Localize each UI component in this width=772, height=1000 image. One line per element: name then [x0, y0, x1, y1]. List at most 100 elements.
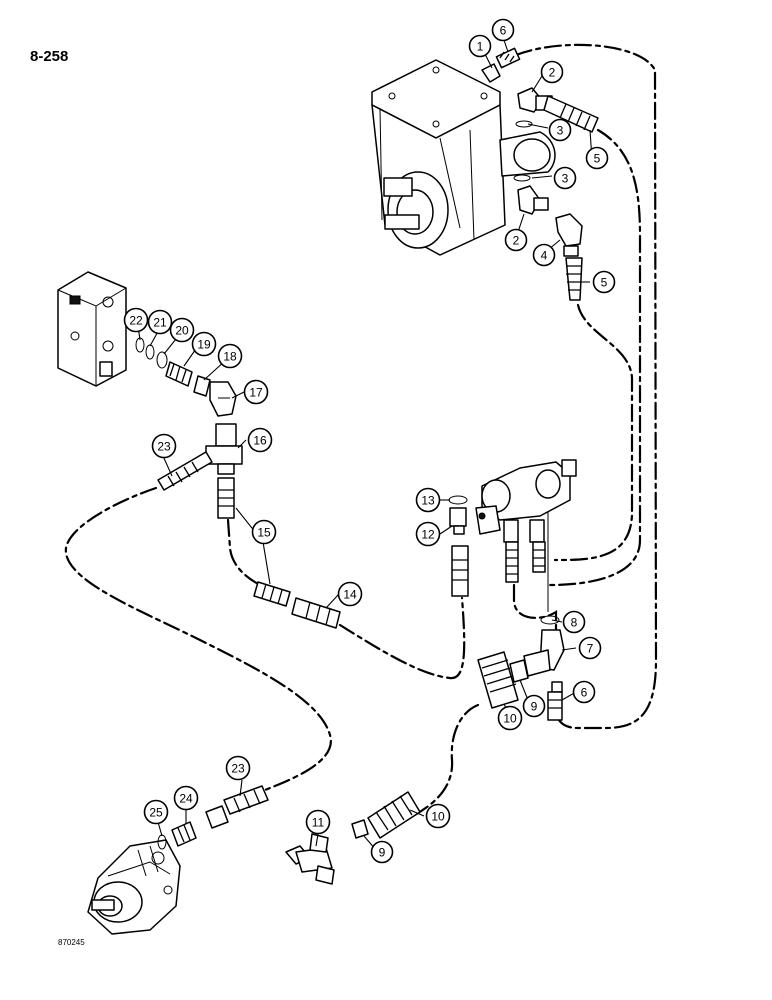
callout-circle [151, 433, 177, 459]
tee-fittings [157, 423, 341, 629]
hose-outer-return [514, 43, 658, 730]
callout-label: 6 [500, 24, 507, 38]
callout-c22: 22 [123, 307, 149, 333]
callout-c11: 11 [305, 809, 331, 835]
callout-label: 23 [231, 762, 245, 776]
hose-left-loop [64, 486, 332, 792]
callout-label: 19 [197, 338, 211, 352]
callout-label: 9 [531, 700, 538, 714]
valve-seals [135, 337, 237, 417]
callout-label: 23 [157, 440, 171, 454]
callout-c15: 15 [251, 519, 277, 545]
callout-c23a: 23 [151, 433, 177, 459]
callout-c16: 16 [247, 427, 273, 453]
callout-circle [522, 694, 546, 718]
callout-label: 9 [379, 846, 386, 860]
callout-label: 3 [562, 172, 569, 186]
callout-c19: 19 [191, 331, 217, 357]
callout-c9b: 9 [370, 840, 394, 864]
callout-label: 3 [557, 124, 564, 138]
callout-label: 6 [581, 686, 588, 700]
callout-label: 7 [587, 642, 594, 656]
lower-right-fittings [351, 615, 565, 839]
callout-circle [370, 840, 394, 864]
callout-label: 16 [253, 434, 267, 448]
callout-circle [497, 705, 523, 731]
callout-label: 17 [249, 386, 263, 400]
callout-label: 13 [421, 494, 435, 508]
callout-c10a: 10 [497, 705, 523, 731]
hose-pump-to-valve [553, 303, 634, 562]
callout-c7: 7 [578, 636, 602, 660]
callout-c9a: 9 [522, 694, 546, 718]
callout-label: 10 [431, 810, 445, 824]
callout-c25: 25 [143, 799, 169, 825]
callout-label: 14 [343, 588, 357, 602]
callout-c8: 8 [562, 610, 586, 634]
callout-circle [491, 18, 515, 42]
tee-fitting-11 [285, 833, 335, 885]
callout-circle [243, 379, 269, 405]
callout-c6a: 6 [491, 18, 515, 42]
callout-c13: 13 [415, 487, 441, 513]
callout-circle [337, 581, 363, 607]
callout-circle [468, 34, 492, 58]
callout-label: 5 [601, 276, 608, 290]
callout-circle [562, 610, 586, 634]
callout-c12: 12 [415, 521, 441, 547]
callout-circle [225, 755, 251, 781]
callout-circle [548, 118, 572, 142]
callout-circle [169, 317, 195, 343]
callout-c10b: 10 [425, 803, 451, 829]
callout-circle [415, 521, 441, 547]
callout-circle [425, 803, 451, 829]
callout-c2a: 2 [540, 60, 564, 84]
callout-circle [572, 680, 596, 704]
drawing-code: 870245 [58, 938, 85, 947]
callout-c3a: 3 [548, 118, 572, 142]
callout-label: 2 [549, 66, 556, 80]
callout-circle [143, 799, 169, 825]
callout-c1: 1 [468, 34, 492, 58]
callout-circle [123, 307, 149, 333]
callout-circle [217, 343, 243, 369]
callout-circle [540, 60, 564, 84]
callout-label: 5 [594, 152, 601, 166]
callout-circle [578, 636, 602, 660]
top-pump-assembly [371, 59, 556, 256]
callout-c4: 4 [532, 243, 556, 267]
callout-circle [585, 146, 609, 170]
callout-circle [305, 809, 331, 835]
callout-c17: 17 [243, 379, 269, 405]
callout-circle [532, 243, 556, 267]
hose-inner-right [548, 128, 642, 587]
callout-label: 1 [477, 40, 484, 54]
gear-pump [87, 839, 181, 935]
callout-label: 15 [257, 526, 271, 540]
callout-c5a: 5 [585, 146, 609, 170]
callout-circle [415, 487, 441, 513]
leaders [136, 39, 593, 851]
callout-c23b: 23 [225, 755, 251, 781]
callout-circle [251, 519, 277, 545]
callout-label: 10 [503, 712, 517, 726]
callout-c24: 24 [173, 785, 199, 811]
callout-label: 21 [153, 316, 167, 330]
callout-c2b: 2 [504, 228, 528, 252]
control-valve [57, 271, 127, 387]
callout-circle [247, 427, 273, 453]
callout-c18: 18 [217, 343, 243, 369]
callout-label: 2 [513, 234, 520, 248]
hose-14-valve [338, 596, 466, 680]
top-fittings [481, 47, 599, 301]
callout-circle [553, 166, 577, 190]
callout-label: 11 [312, 816, 325, 830]
callout-label: 25 [149, 806, 163, 820]
fittings-12-13 [448, 495, 469, 597]
callout-circle [147, 309, 173, 335]
callout-c21: 21 [147, 309, 173, 335]
hose-10-link [403, 703, 480, 822]
callout-circle [592, 270, 616, 294]
